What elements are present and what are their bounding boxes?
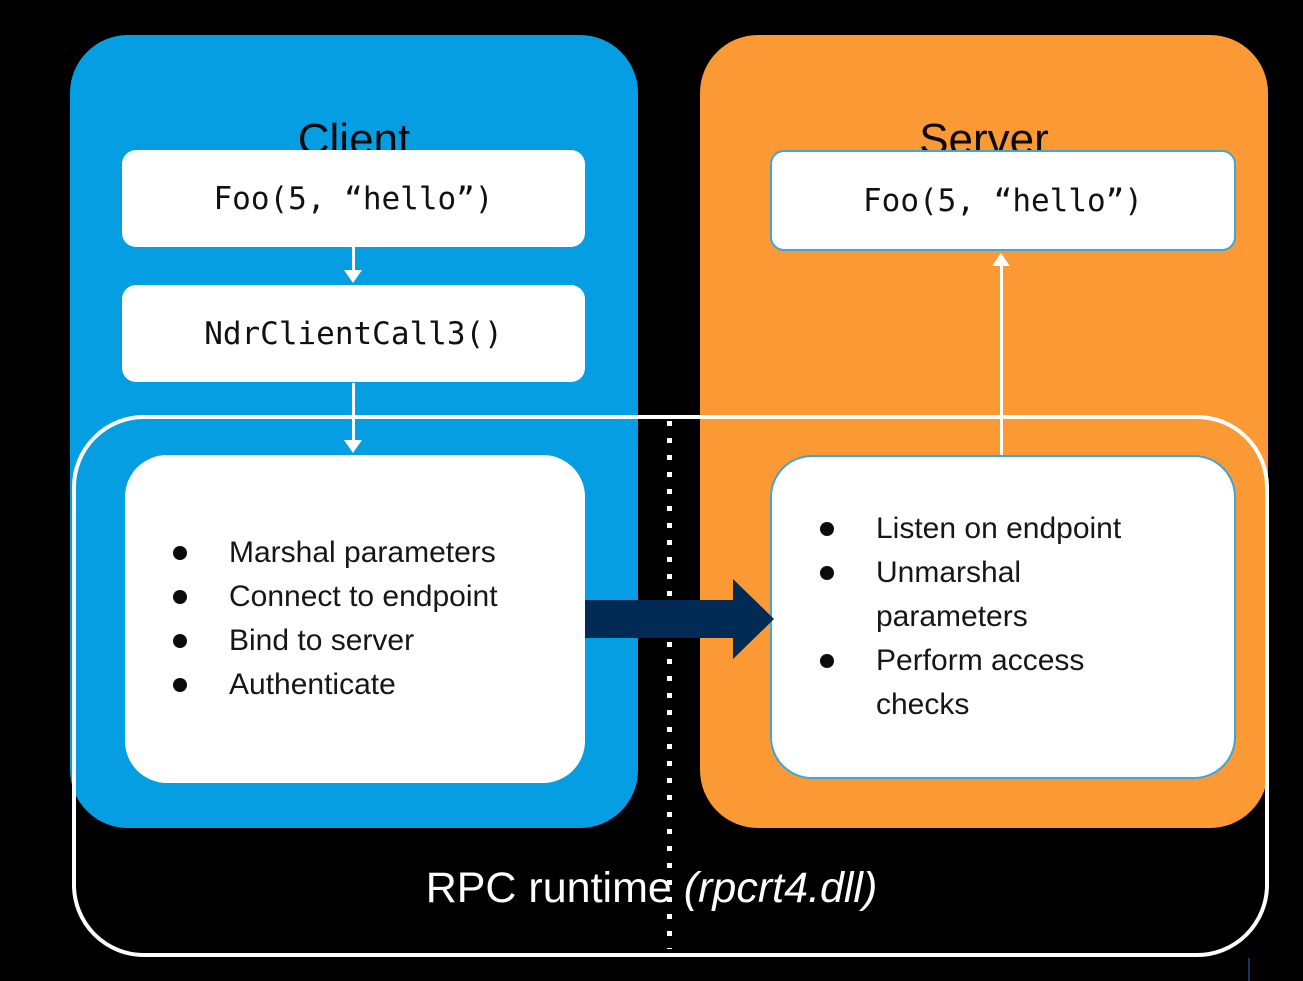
step-label: Bind to server <box>229 624 415 657</box>
step-label: Connect to endpoint <box>229 580 498 613</box>
bullet-icon <box>173 634 187 648</box>
transport-arrow-shaft <box>585 600 733 638</box>
list-item: Bind to server <box>173 619 565 663</box>
bullet-icon <box>173 678 187 692</box>
client-call-box: Foo(5, “hello”) <box>122 150 585 247</box>
server-dispatch-flow-line <box>1000 265 1003 455</box>
arrow-up-icon <box>992 253 1010 266</box>
client-stub-box: NdrClientCall3() <box>122 285 585 382</box>
step-label: Authenticate <box>229 668 396 701</box>
step-label: Listen on endpoint <box>876 512 1122 545</box>
process-separator-dotted-line <box>667 421 672 949</box>
step-label: Perform access checks <box>876 644 1085 721</box>
transport-arrow-head-icon <box>733 579 774 659</box>
bullet-icon <box>173 590 187 604</box>
list-item: Marshal parameters <box>173 531 565 575</box>
client-stub-flow-line <box>352 383 355 441</box>
list-item: Listen on endpoint <box>820 507 1214 551</box>
bullet-icon <box>820 566 834 580</box>
list-item: Connect to endpoint <box>173 575 565 619</box>
rpc-runtime-module-name: (rpcrt4.dll) <box>683 864 878 912</box>
list-item: Authenticate <box>173 663 565 707</box>
arrow-down-icon <box>344 270 362 283</box>
artifact-line <box>1248 958 1250 981</box>
rpc-runtime-label-prefix: RPC runtime <box>425 864 684 912</box>
list-item: Unmarshal parameters <box>820 551 1214 639</box>
bullet-icon <box>173 546 187 560</box>
server-call-box: Foo(5, “hello”) <box>770 150 1236 251</box>
bullet-icon <box>820 522 834 536</box>
client-runtime-steps-box: Marshal parameters Connect to endpoint B… <box>125 455 585 783</box>
client-runtime-steps-list: Marshal parameters Connect to endpoint B… <box>125 531 585 707</box>
list-item: Perform access checks <box>820 639 1214 727</box>
server-runtime-steps-box: Listen on endpoint Unmarshal parameters … <box>770 455 1236 779</box>
step-label: Marshal parameters <box>229 536 496 569</box>
arrow-down-icon <box>344 440 362 453</box>
bullet-icon <box>820 654 834 668</box>
rpc-runtime-label: RPC runtime (rpcrt4.dll) <box>0 862 1303 914</box>
rpc-runtime-boundary <box>72 415 1269 957</box>
step-label: Unmarshal parameters <box>876 556 1028 633</box>
server-runtime-steps-list: Listen on endpoint Unmarshal parameters … <box>772 507 1234 727</box>
client-call-flow-line <box>352 247 355 271</box>
